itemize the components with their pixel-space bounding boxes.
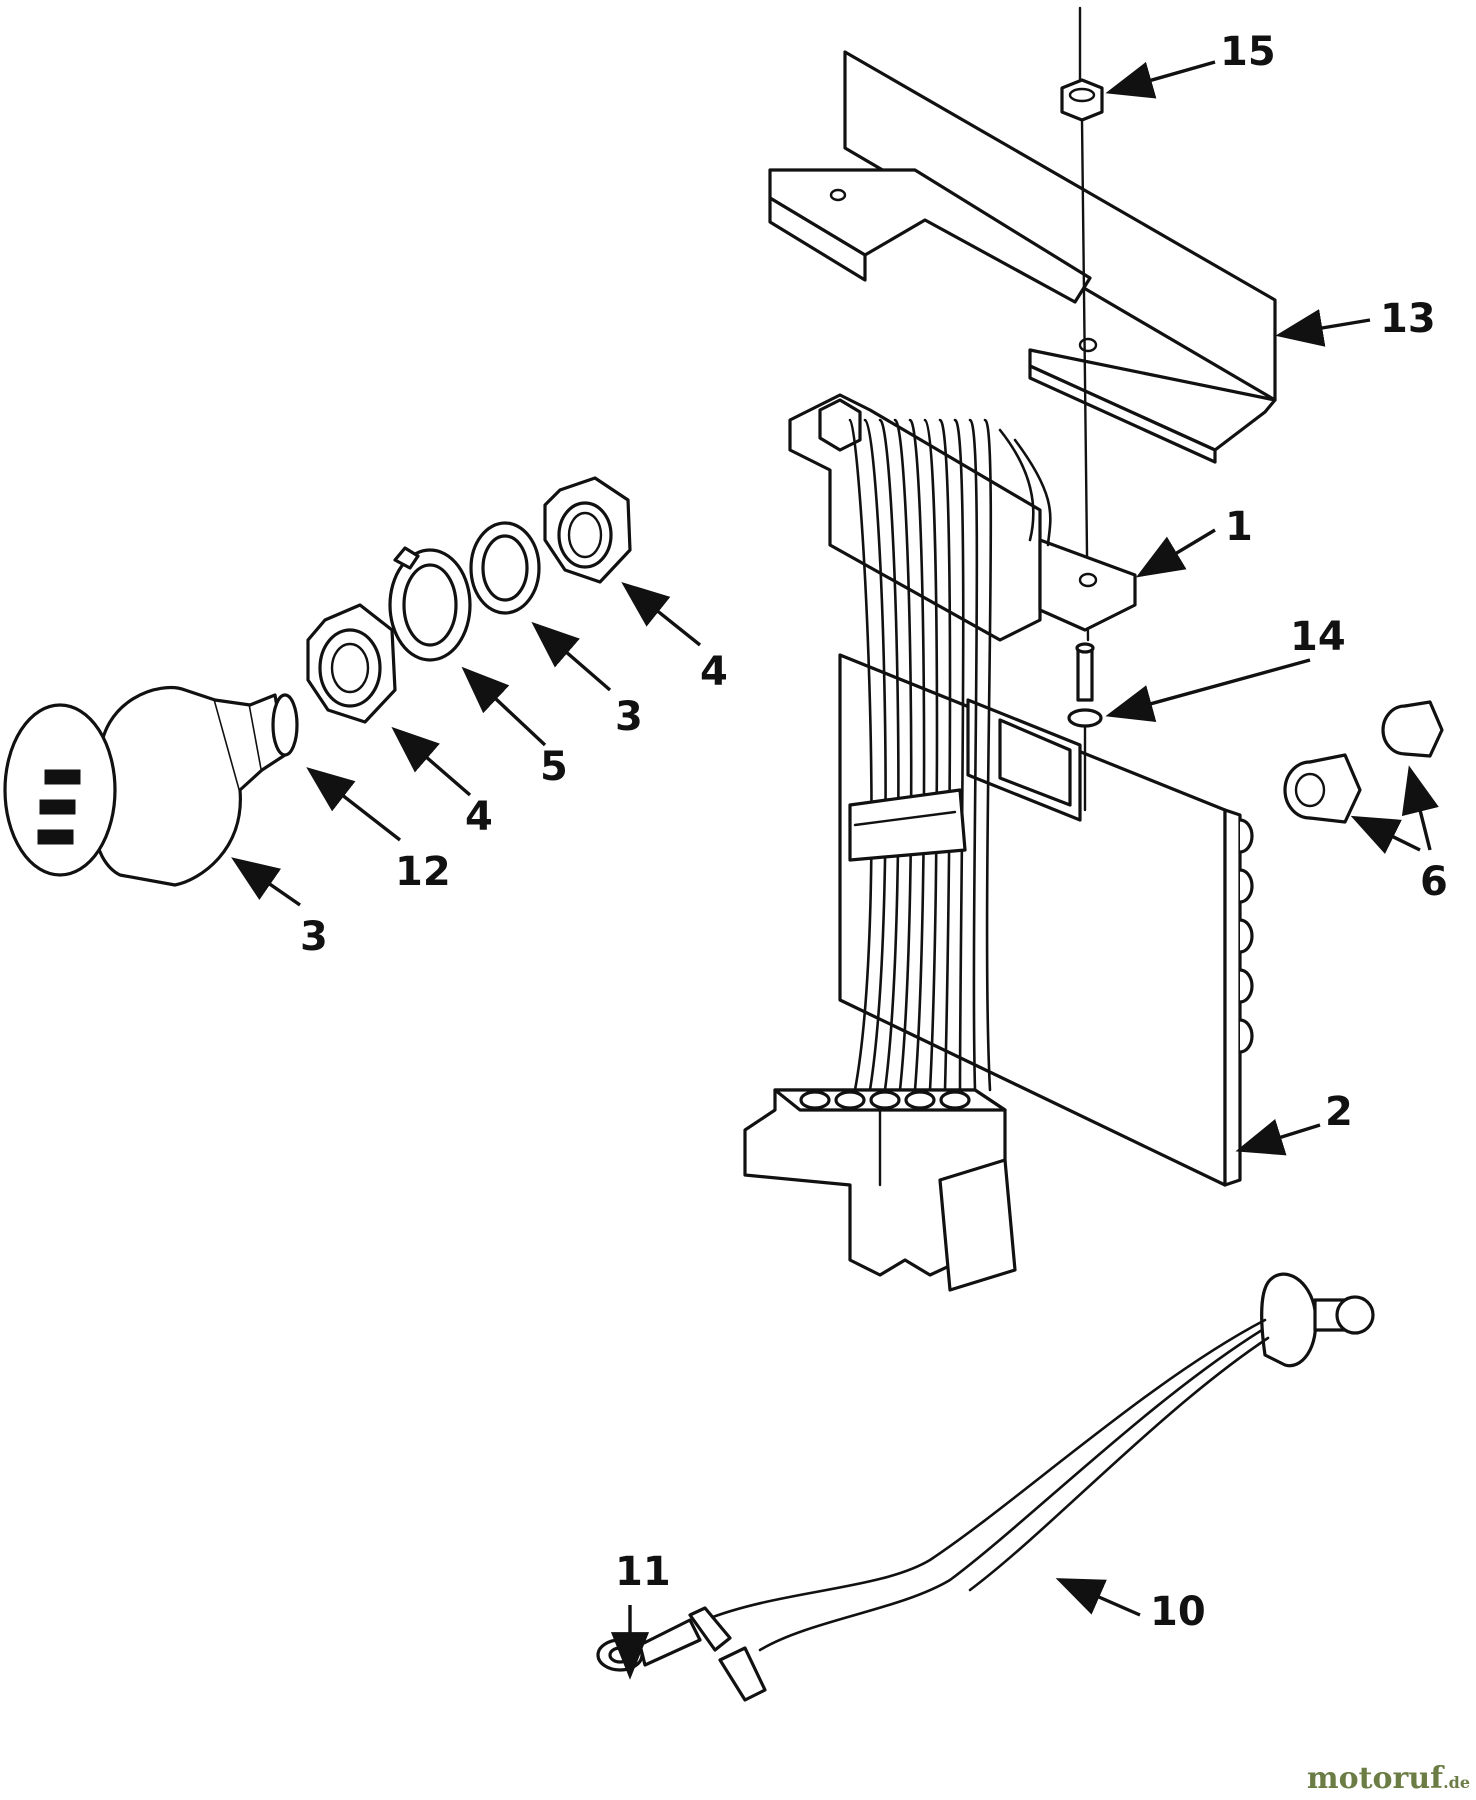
leader-4b	[391, 726, 472, 797]
callout-15: 15	[1220, 29, 1276, 75]
leader-15	[1105, 60, 1216, 99]
ring-terminal-part-11	[596, 1618, 702, 1672]
leader-6a	[1350, 815, 1421, 855]
screw-part-14	[1067, 642, 1103, 812]
leader-4a	[621, 582, 702, 647]
callout-3-switch: 3	[300, 914, 328, 960]
plug-connector	[743, 1088, 1017, 1292]
leader-5	[461, 666, 547, 747]
watermark-logo: motoruf.de	[1307, 1761, 1470, 1796]
lamp-socket-part-10	[688, 1272, 1375, 1702]
callout-12: 12	[395, 849, 451, 895]
callout-4-left: 4	[465, 794, 493, 840]
callout-labels: 15 13 1 14 4 3 5 4 12 3 6 2 11 10	[300, 29, 1448, 1635]
leader-1	[1135, 528, 1216, 578]
callout-14: 14	[1290, 614, 1346, 660]
callout-4-right: 4	[700, 649, 728, 695]
hex-nut-part-4-right	[543, 476, 632, 584]
leader-12	[306, 767, 402, 842]
leader-2	[1235, 1119, 1321, 1156]
callout-5: 5	[540, 744, 568, 790]
bulb-part-6	[1283, 700, 1444, 824]
callout-6: 6	[1420, 859, 1448, 905]
assembly-line	[1080, 118, 1090, 642]
washer-part-3-right	[469, 521, 541, 615]
leader-3b	[231, 857, 301, 907]
callout-10: 10	[1150, 1589, 1206, 1635]
callout-13: 13	[1380, 296, 1436, 342]
leader-10	[1055, 1578, 1141, 1617]
callout-2: 2	[1325, 1089, 1353, 1135]
leader-13	[1275, 309, 1371, 347]
leader-lines	[231, 60, 1439, 1680]
watermark-text: motoruf	[1306, 1761, 1444, 1796]
callout-11: 11	[615, 1549, 671, 1595]
callout-1: 1	[1225, 504, 1253, 550]
leader-6b	[1401, 765, 1439, 851]
bracket-part-13	[768, 50, 1277, 464]
callout-3-washer: 3	[615, 694, 643, 740]
lock-washer-part-5	[388, 546, 472, 662]
leader-14	[1105, 658, 1311, 722]
board-led-row	[1238, 818, 1254, 1054]
watermark-suffix: .de	[1443, 1773, 1470, 1792]
nut-part-15	[1060, 6, 1104, 122]
ignition-switch-part-3	[3, 685, 299, 887]
wire-bundle	[848, 418, 1052, 1092]
leader-3a	[531, 621, 612, 692]
hex-nut-part-4-left	[306, 603, 397, 724]
